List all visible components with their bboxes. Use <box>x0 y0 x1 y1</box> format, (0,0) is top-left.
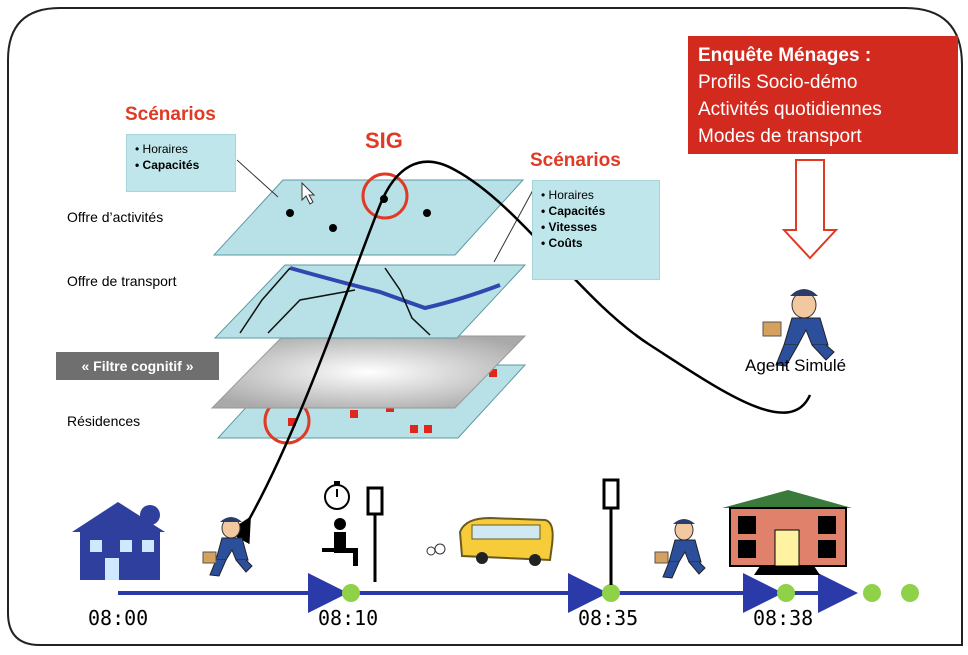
bus-stop-icon <box>602 478 620 585</box>
residence-marker <box>288 418 296 426</box>
time-label: 08:10 <box>318 606 379 630</box>
road-line <box>239 267 291 334</box>
outer-frame <box>7 7 963 646</box>
bus-stop-icon <box>366 486 384 582</box>
label-transport: Offre de transport <box>67 273 177 289</box>
activity-point <box>329 224 337 232</box>
agent-trajectory <box>227 160 812 545</box>
time-label: 08:38 <box>753 606 814 630</box>
survey-line: Activités quotidiennes <box>698 99 882 120</box>
walking-person-icon <box>202 517 253 577</box>
survey-box: Enquête Ménages : Profils Socio-démo Act… <box>688 36 958 154</box>
road-line <box>267 289 356 334</box>
scenario-item: • Vitesses <box>541 220 598 234</box>
time-label: 08:35 <box>578 606 639 630</box>
stopwatch-icon <box>324 481 350 510</box>
layer-transport <box>213 264 527 339</box>
callout-line <box>493 189 534 263</box>
bus-icon <box>426 516 554 566</box>
sig-title: SIG <box>365 128 403 153</box>
activity-point <box>423 209 431 217</box>
timeline-node <box>863 584 881 602</box>
time-label: 08:00 <box>88 606 149 630</box>
cursor-icon <box>301 181 316 205</box>
transport-route-blue <box>289 266 501 311</box>
activity-highlight-circle <box>361 172 409 220</box>
survey-title: Enquête Ménages : <box>698 45 872 66</box>
building-icon <box>722 490 852 575</box>
house-icon <box>72 502 165 580</box>
left-scenarios-title: Scénarios <box>125 104 216 125</box>
survey-down-arrow <box>781 159 839 260</box>
residence-marker <box>410 425 418 433</box>
label-cognitive-filter: « Filtre cognitif » <box>56 352 219 380</box>
timeline-node <box>901 584 919 602</box>
walking-person-icon <box>654 519 706 579</box>
label-residences: Résidences <box>67 413 141 429</box>
scenario-item: • Horaires <box>135 142 188 156</box>
scenario-item: • Coûts <box>541 236 583 250</box>
left-scenarios-box: • Horaires • Capacités <box>126 134 236 192</box>
timeline-node <box>602 584 620 602</box>
scenario-item: • Capacités <box>541 204 606 218</box>
residence-marker <box>424 425 432 433</box>
timeline-node <box>342 584 360 602</box>
label-activities: Offre d’activités <box>67 209 164 225</box>
right-scenarios-title: Scénarios <box>530 150 621 171</box>
scenario-item: • Horaires <box>541 188 594 202</box>
survey-line: Modes de transport <box>698 126 862 147</box>
activity-point <box>286 209 294 217</box>
layer-activities <box>212 179 525 256</box>
agent-figure-icon <box>762 289 835 367</box>
scenario-item: • Capacités <box>135 158 200 172</box>
callout-line <box>236 159 279 198</box>
right-scenarios-box: • Horaires • Capacités • Vitesses • Coût… <box>532 180 660 280</box>
survey-line: Profils Socio-démo <box>698 72 858 93</box>
waiting-person-icon <box>322 518 358 566</box>
residence-marker <box>489 369 497 377</box>
layer-cognitive-filter <box>210 335 527 409</box>
agent-label: Agent Simulé <box>745 356 847 375</box>
residence-marker <box>350 410 358 418</box>
road-line <box>384 267 431 336</box>
timeline-node <box>777 584 795 602</box>
